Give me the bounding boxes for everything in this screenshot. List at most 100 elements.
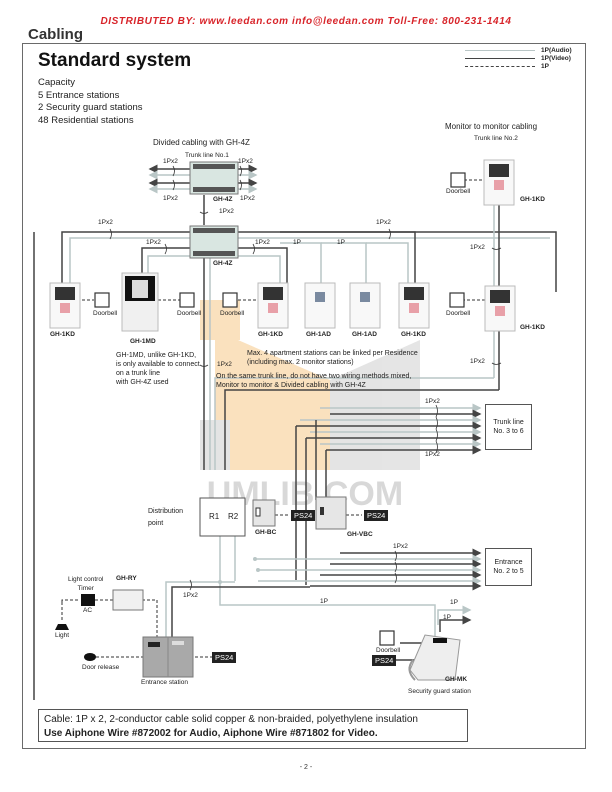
junction xyxy=(256,568,260,572)
cable-label: 1Px2 xyxy=(238,158,253,165)
gh1kd-video xyxy=(61,231,190,285)
cable-label: 1Px2 xyxy=(425,398,440,405)
station-label: GH-1KD xyxy=(520,324,545,331)
station-gh1ad-2 xyxy=(349,282,381,329)
gh4z-upper-device xyxy=(189,161,239,195)
divided-cabling-title: Divided cabling with GH-4Z xyxy=(153,138,250,147)
trunk-line-3-6-box: Trunk line No. 3 to 6 xyxy=(485,404,532,450)
gh-ry-device xyxy=(112,589,144,611)
r2-label: R2 xyxy=(228,512,239,521)
label-line: Distribution xyxy=(148,508,184,515)
note-line: Max. 4 apartment stations can be linked … xyxy=(247,350,418,357)
gh-vbc-device xyxy=(315,496,347,530)
gh4z-upper-label: GH-4Z xyxy=(213,196,233,203)
capacity-item: 5 Entrance stations xyxy=(38,89,120,101)
distributor-banner: DISTRIBUTED BY: www.leedan.com info@leed… xyxy=(100,16,512,27)
diagram-frame xyxy=(22,43,586,749)
legend-label: 1P(Video) xyxy=(541,54,571,62)
cable-label-1p: 1P xyxy=(443,614,451,621)
ac-label: AC xyxy=(83,607,93,614)
doorbell-label: Doorbell xyxy=(177,310,202,317)
junction xyxy=(253,557,257,561)
gh1kd-audio xyxy=(69,237,190,285)
station-label: GH-1AD xyxy=(352,331,377,338)
station-gh1kd-3 xyxy=(398,282,430,329)
cable-label-1p: 1P xyxy=(320,598,328,605)
gh1md-video xyxy=(141,247,192,275)
entrance-audio-feed xyxy=(165,581,235,640)
capacity-heading: Capacity xyxy=(38,77,75,88)
trunk-line-2-label: Trunk line No.2 xyxy=(474,135,518,142)
gh1kd3-audio xyxy=(366,242,409,285)
doorbell-label: Doorbell xyxy=(446,310,471,317)
distribution-box xyxy=(199,497,246,537)
entrance-video-feed xyxy=(171,586,310,640)
doorbell-icon xyxy=(222,292,238,308)
cable-label: 1Px2 xyxy=(393,543,408,550)
light-dashed xyxy=(61,599,80,602)
doorbell-label: Doorbell xyxy=(446,188,471,195)
cable-label: 1Px2 xyxy=(376,219,391,226)
note-line: GH-1MD, unlike GH-1KD, xyxy=(116,352,197,359)
door-release-label: Door release xyxy=(82,664,120,671)
entrance-2-5-box: Entrance No. 2 to 5 xyxy=(485,548,532,586)
twist-mark xyxy=(199,211,209,214)
twist-mark xyxy=(172,165,175,191)
cable-label: 1Px2 xyxy=(146,239,161,246)
cable-label: 1Px2 xyxy=(470,244,485,251)
gh-ry-label: GH-RY xyxy=(116,575,137,582)
cable-label: 1Px2 xyxy=(217,361,232,368)
light-icon xyxy=(55,624,69,630)
note-line: (including max. 2 monitor stations) xyxy=(247,359,354,366)
station-label: GH-1AD xyxy=(306,331,331,338)
guard-audio xyxy=(219,520,436,650)
gh1md-note: GH-1MD, unlike GH-1KD, is only available… xyxy=(116,351,236,387)
twist-mark xyxy=(388,228,391,240)
doorbell-icon xyxy=(179,292,195,308)
entrance-station-label: Entrance station xyxy=(141,679,188,686)
doorbell-label: Doorbell xyxy=(376,647,401,654)
cable-label-1p: 1P xyxy=(293,239,301,246)
cable-label-1p: 1P xyxy=(337,239,345,246)
legend-label: 1P(Audio) xyxy=(541,46,572,54)
cable-label: 1Px2 xyxy=(163,158,178,165)
gh-mk-label: GH-MK xyxy=(445,676,468,683)
no-mix-note: On the same trunk line, do not have two … xyxy=(216,372,411,390)
cable-label: 1Px2 xyxy=(425,451,440,458)
twist-mark xyxy=(164,243,167,255)
doorbell-label: Doorbell xyxy=(220,310,245,317)
doorbell-icon xyxy=(94,292,110,308)
timer-device xyxy=(81,594,95,606)
twist-mark xyxy=(491,247,502,250)
note-line: with GH-4Z used xyxy=(116,379,169,386)
box-line: No. 3 to 6 xyxy=(493,428,524,435)
twist-mark xyxy=(189,579,192,591)
station-label: GH-1KD xyxy=(401,331,426,338)
monitor-cabling-title: Monitor to monitor cabling xyxy=(445,122,538,131)
label-line: Light control xyxy=(68,576,104,583)
gh-vbc-label: GH-VBC xyxy=(347,531,373,538)
doorbell-icon xyxy=(449,292,465,308)
entrance-station-device xyxy=(142,636,194,678)
label-line: Timer xyxy=(77,585,94,592)
note-line: On the same trunk line, do not have two … xyxy=(216,373,412,380)
capacity-item: 2 Security guard stations xyxy=(38,102,143,113)
gh1kd3-video xyxy=(280,231,416,285)
station-gh1ad-1 xyxy=(304,282,336,329)
max-apartment-note: Max. 4 apartment stations can be linked … xyxy=(247,349,418,367)
section-title: Cabling xyxy=(28,26,83,43)
doorbell-icon xyxy=(450,172,466,188)
doorbell-label: Doorbell xyxy=(93,310,118,317)
twist-mark xyxy=(109,228,112,240)
door-release-icon xyxy=(84,653,96,661)
security-guard-label: Security guard station xyxy=(408,688,471,695)
timer-label: Light control Timer xyxy=(68,575,103,593)
gh-bc-device xyxy=(252,499,276,527)
guard-1p-audio xyxy=(437,605,472,625)
ps24-power-supply: PS24 xyxy=(291,510,316,521)
station-gh1md xyxy=(121,272,159,332)
capacity-block: Capacity 5 Entrance stations 2 Security … xyxy=(38,77,143,127)
legend-swatch-dashed xyxy=(465,65,535,67)
cable-label: 1Px2 xyxy=(470,358,485,365)
